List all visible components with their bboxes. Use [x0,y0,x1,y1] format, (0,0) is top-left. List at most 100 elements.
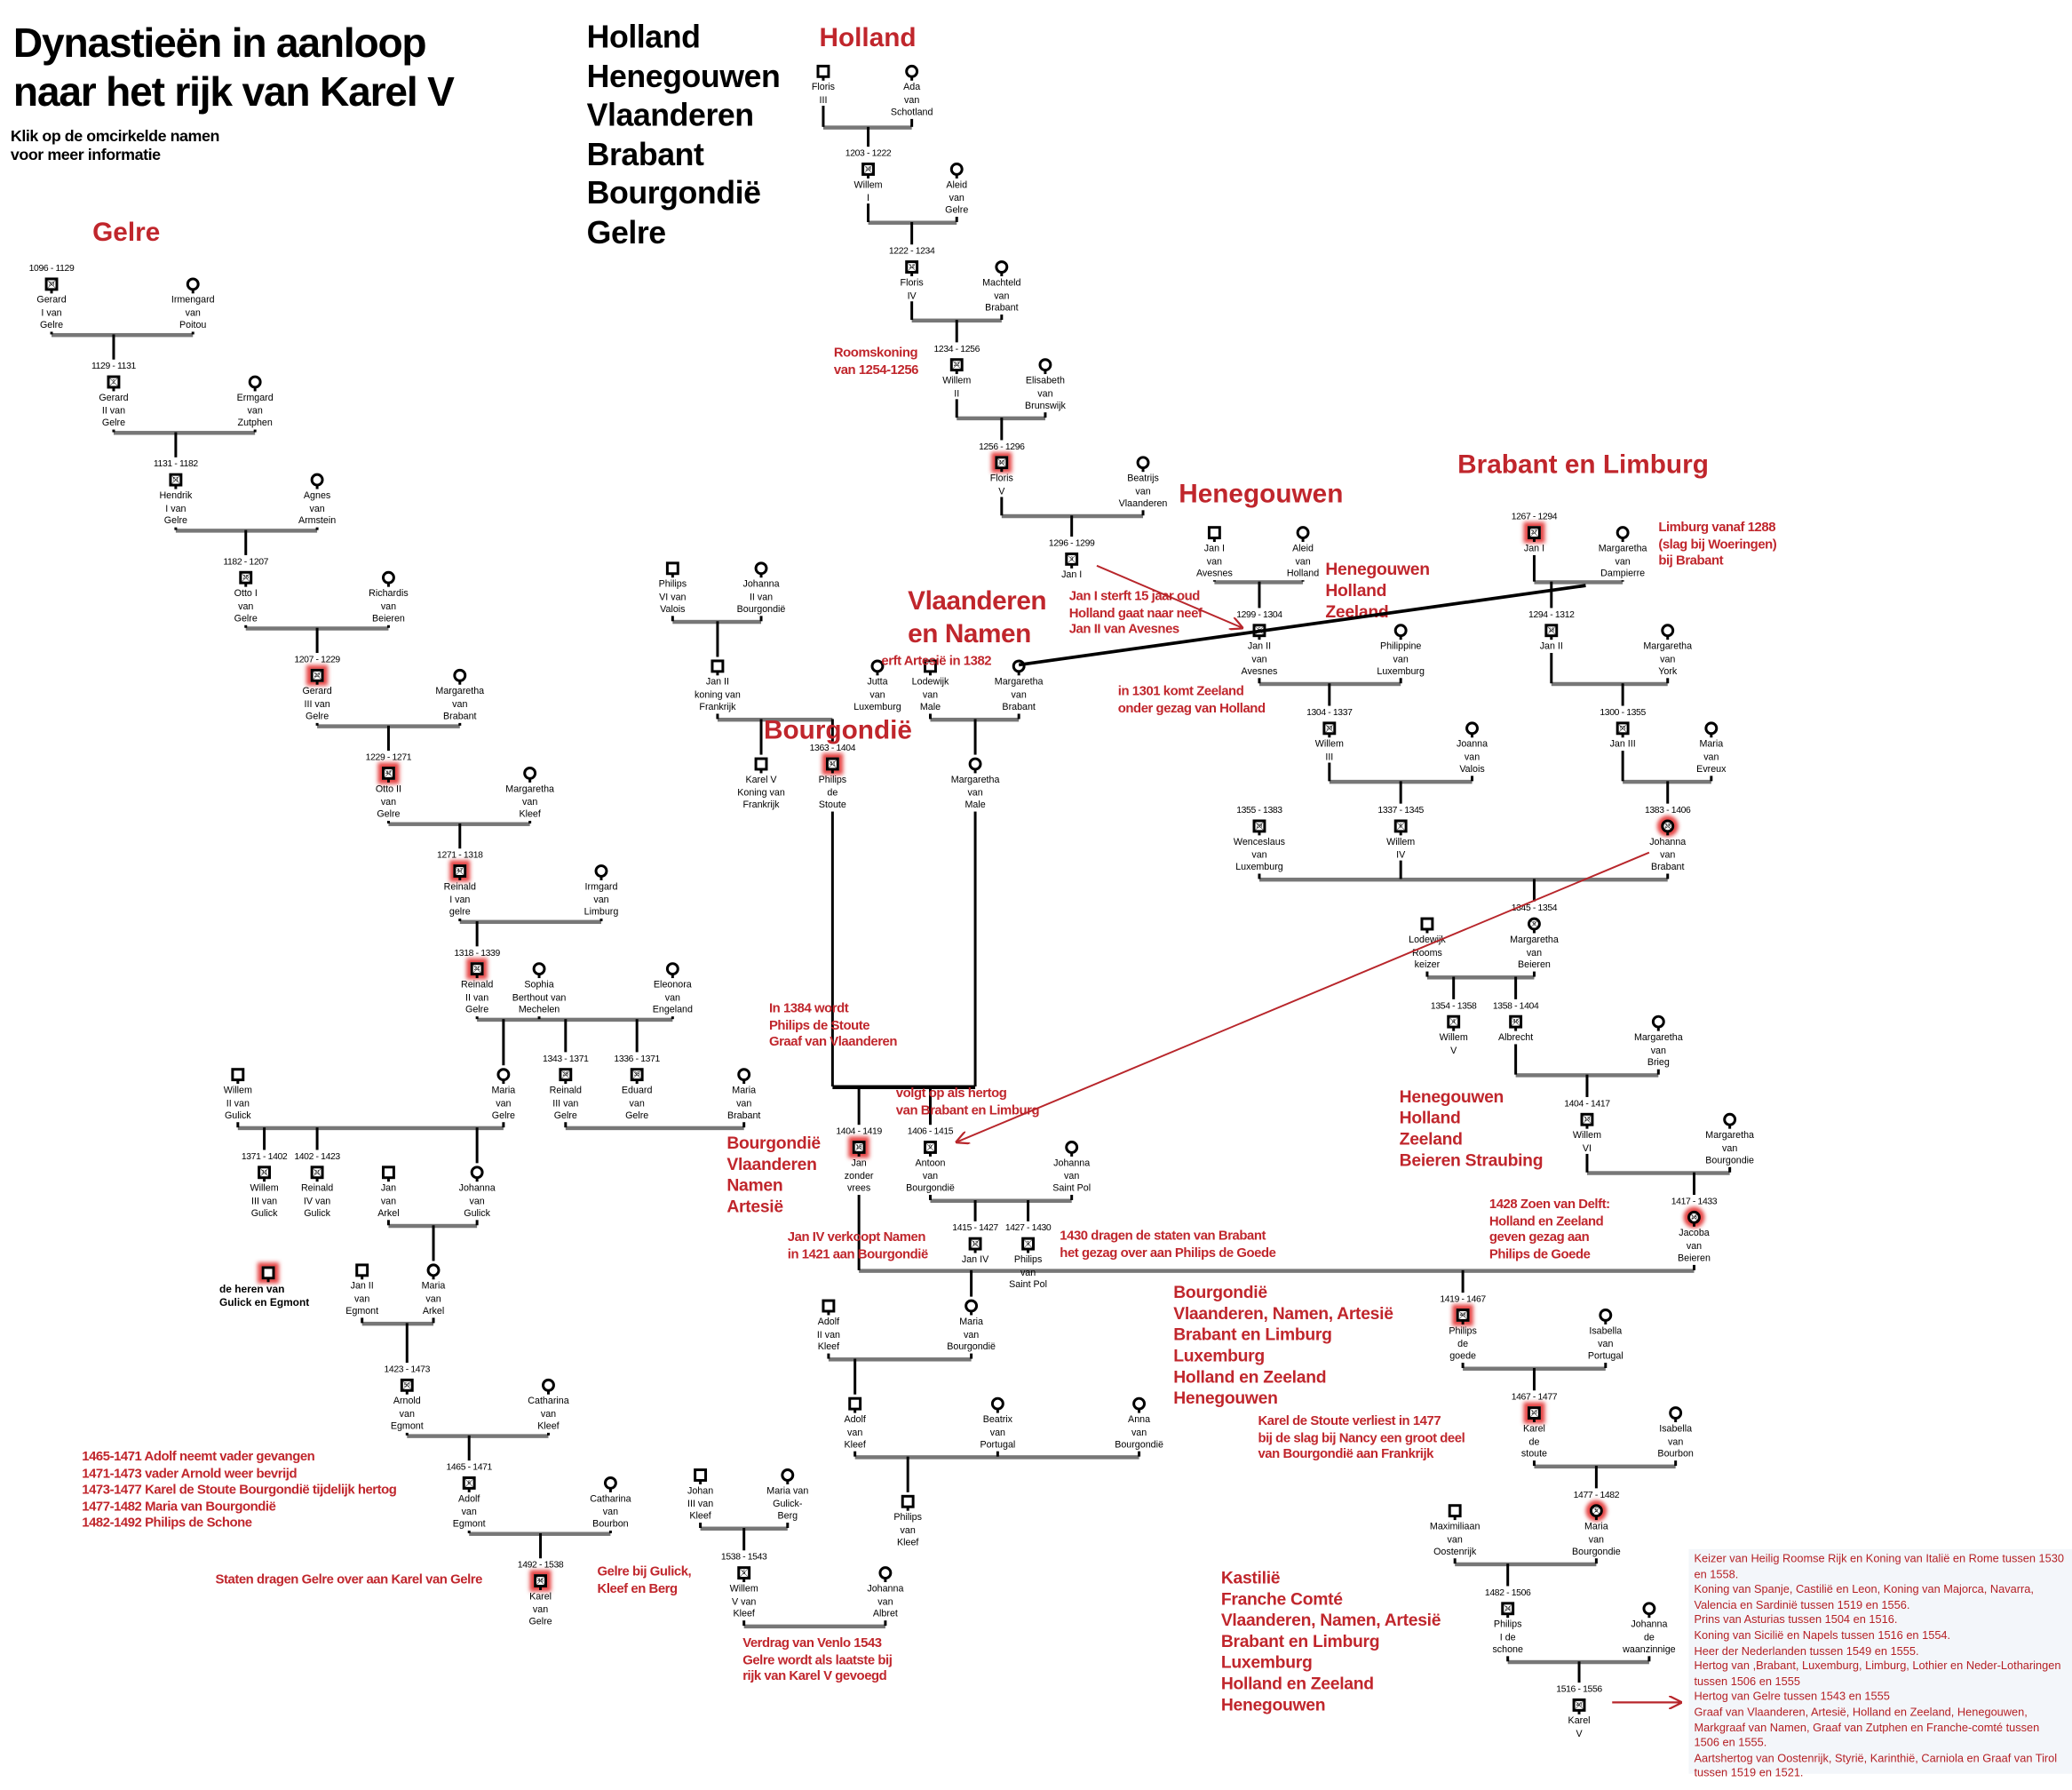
karel-v-titles-box: Keizer van Heilig Roomse Rijk en Koning … [1688,1548,2072,1779]
marriage-line [407,1433,549,1438]
person-name[interactable]: Philips de Stoute [818,773,847,811]
male-square-icon [355,1263,369,1280]
descent-line [174,432,178,457]
person-name: Maria van Gulick- Berg [766,1484,809,1522]
male-square-icon[interactable]: 41 [825,757,839,774]
marriage-line [361,1321,434,1325]
female-circle-icon [949,163,964,179]
reign-length: 19 [865,164,871,172]
person-name[interactable]: Gerard III van Gelre [302,684,332,722]
male-square-icon[interactable]: 46 [534,1574,547,1590]
male-square-icon[interactable]: 10 [1528,1406,1541,1422]
person-name: Lodewijk Rooms keizer [1409,933,1446,971]
female-circle-icon [1661,624,1675,640]
person-name: Margaretha van Brabant [994,675,1044,712]
male-square-icon: 50 [400,1378,414,1395]
parent-line [1399,860,1403,879]
person-name[interactable]: Philips de goede [1449,1324,1477,1362]
reign-years: 1203 - 1222 [845,149,892,159]
descent-line [1399,781,1403,804]
parent-line [191,330,195,335]
descent-line [759,719,763,755]
female-circle-icon[interactable]: 16 [1687,1210,1701,1227]
parent-line [1461,1362,1465,1368]
male-square-icon[interactable]: 42 [382,766,395,783]
reign-length: 41 [830,760,836,767]
reign-years: 1267 - 1294 [1511,513,1558,522]
parent-line [884,1619,887,1627]
person-name: Adolf van Kleef [844,1412,866,1451]
region-gelre: Gelre [586,215,667,251]
marriage-line [1258,877,1668,881]
descent-line [955,320,959,343]
person-name: Margaretha van Bourgondie [1705,1128,1755,1166]
male-square-icon[interactable]: 40 [995,456,1009,473]
parent-line [955,216,959,222]
region-heading: Brabant en Limburg [1457,450,1709,481]
annotation-note: Henegouwen Holland Zeeland [1325,559,1430,622]
parent-line [1692,1264,1696,1270]
male-square-icon: 2 [107,375,121,392]
female-circle-icon [248,375,262,392]
parent-line [1069,1194,1074,1201]
person-name[interactable]: Jan I [1523,542,1545,554]
person-name[interactable]: de heren van Gulick en Egmont [218,1283,310,1309]
male-square-icon: 24 [1501,1602,1515,1619]
parent-line [386,625,391,628]
person-name: Hendrik I van Gelre [159,489,193,527]
person-name: Maximiliaan van Oostenrijk [1429,1520,1481,1557]
male-square-icon: 22 [949,358,964,375]
male-square-icon[interactable]: 48 [1456,1309,1470,1325]
female-circle-icon [382,570,395,587]
person-name: Catharina van Bourbon [590,1492,631,1530]
male-square-icon [665,561,679,578]
reign-years: 1096 - 1129 [28,264,75,274]
parent-line [112,428,115,433]
reign-length: 33 [48,280,55,287]
person-name[interactable]: Karel de stoute [1520,1421,1548,1460]
parent-line [1141,509,1145,516]
reign-years: 1131 - 1182 [153,459,198,470]
person-name[interactable]: Johanna van Brabant [1649,835,1687,873]
male-square-icon[interactable]: 15 [852,1141,866,1157]
parent-line [243,625,248,628]
person-name[interactable]: Floris V [989,472,1013,497]
person-name: Margaretha van Kleef [505,782,554,820]
person-name: Jan I [1061,568,1083,581]
male-square-icon [924,659,937,676]
person-name: Willem III van Gulick [250,1181,279,1219]
person-name[interactable]: Reinald I van gelre [443,879,476,918]
page-title: Dynastieën in aanloop naar het rijk van … [12,20,455,115]
marriage-line [388,821,530,826]
male-square-icon[interactable]: 21 [470,962,484,979]
male-square-icon[interactable]: 27 [1528,526,1541,543]
female-circle-icon [1038,358,1052,375]
person-name: Willem II [942,374,972,399]
female-circle-icon[interactable]: 23 [1661,819,1675,836]
karel-v-title: Heer der Nederlanden tussen 1549 en 1555… [1694,1643,1919,1658]
male-square-icon[interactable]: 47 [453,864,467,880]
person-name: Philips van Saint Pol [1009,1253,1047,1291]
female-circle-icon[interactable]: 5 [1589,1504,1603,1521]
male-square-icon[interactable]: 22 [310,668,324,685]
person-name: Reinald IV van Gulick [300,1181,334,1219]
female-circle-icon: 9 [1528,917,1541,934]
descent-line [742,1528,746,1551]
person-name[interactable]: Jan zonder vrees [844,1156,874,1194]
female-circle-icon [1065,1141,1079,1157]
male-square-icon[interactable] [261,1266,275,1283]
person-name: Maria van Arkel [421,1279,446,1317]
person-name[interactable]: Maria van Bourgondie [1572,1520,1621,1557]
person-name[interactable]: Otto II van Gelre [375,782,401,820]
parent-line [563,1121,568,1128]
reign-length: 50 [403,1380,410,1388]
person-name[interactable]: Karel van Gelre [528,1589,552,1627]
reign-years: 1363 - 1404 [809,744,856,754]
parent-line [1212,579,1217,582]
parent-line [475,1219,479,1226]
reign-length: 8 [1399,822,1402,829]
person-name[interactable]: Reinald II van Gelre [460,978,494,1015]
person-name[interactable]: Jacoba van Beieren [1678,1226,1711,1264]
male-square-icon [694,1468,708,1484]
